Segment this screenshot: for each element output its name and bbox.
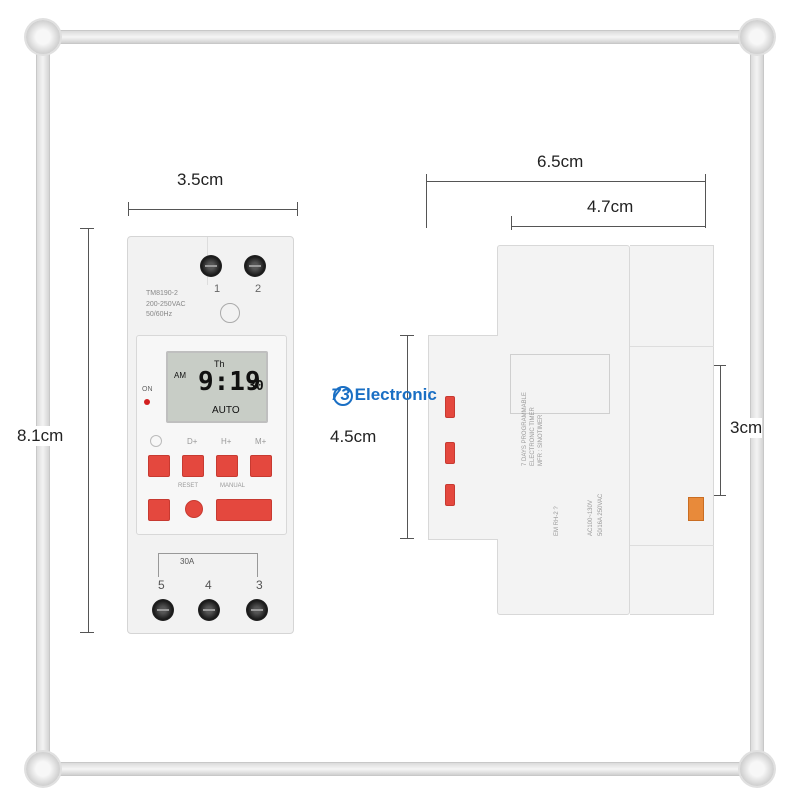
rating-label: 30A: [180, 557, 195, 566]
manual-label: MANUAL: [220, 483, 246, 489]
hour-plus-button[interactable]: [216, 455, 238, 477]
button-label-h: H+: [221, 437, 232, 446]
front-width-cap-right: [297, 202, 298, 216]
terminal-screw-4: [198, 599, 220, 621]
side-text-line1: 7 DAYS PROGRAMMABLE: [522, 392, 528, 466]
din-rail-clip: [630, 346, 714, 546]
rope-frame-right: [750, 30, 764, 776]
front-height-label: 8.1cm: [16, 426, 65, 446]
terminal-label-5: 5: [158, 578, 165, 592]
side-text-ac: AC100~130V: [588, 500, 594, 536]
on-label: ON: [142, 386, 153, 393]
side-depth-line: [426, 181, 706, 182]
reset-button[interactable]: [185, 500, 203, 518]
rope-frame-left: [36, 30, 50, 776]
lcd-ampm: AM: [174, 371, 186, 380]
lcd-display: Th AM 9:19 30 AUTO: [166, 351, 268, 423]
side-body-label: 4.7cm: [587, 197, 634, 216]
front-width-label: 3.5cm: [177, 170, 224, 189]
front-height-line: [88, 228, 89, 632]
manual-button[interactable]: [216, 499, 272, 521]
side-text-rating: 50/16A 250VAC: [598, 493, 604, 536]
timer-front-body: 1 2 TM8190-2 200-250VAC 50/60Hz ON Th AM…: [127, 236, 294, 634]
lcd-mode: AUTO: [212, 405, 240, 416]
top-cap-recess: [148, 237, 208, 285]
power-led: [144, 399, 150, 405]
side-height-line: [407, 335, 408, 539]
lcd-time: 9:19: [198, 367, 261, 397]
minute-plus-button[interactable]: [250, 455, 272, 477]
rope-frame-top: [28, 30, 772, 44]
frequency-label: 50/60Hz: [146, 311, 173, 318]
timer-side-front-cover: [428, 335, 498, 540]
relay-diagram: [158, 553, 258, 577]
side-rail-line: [720, 365, 721, 495]
voltage-label: 200-250VAC: [146, 301, 186, 308]
day-plus-button[interactable]: [182, 455, 204, 477]
watermark-number: 73: [331, 385, 350, 404]
rope-knot-bottom-left: [26, 752, 60, 786]
terminal-label-1: 1: [214, 283, 221, 295]
button-label-d: D+: [187, 437, 198, 446]
side-rail-cap-bottom: [712, 495, 726, 496]
rope-knot-top-left: [26, 20, 60, 54]
front-width-cap-left: [128, 202, 129, 216]
side-height-cap-bottom: [400, 538, 414, 539]
side-button-2: [445, 442, 455, 464]
terminal-screw-2: [244, 255, 266, 277]
terminal-screw-5: [152, 599, 174, 621]
side-height-cap-top: [400, 335, 414, 336]
side-rail-label: 3cm: [730, 418, 763, 438]
terminal-screw-3: [246, 599, 268, 621]
timer-side-body: 7 DAYS PROGRAMMABLE ELECTRONIC TIMER MFR…: [497, 245, 630, 615]
orange-din-clip: [688, 497, 704, 521]
rope-knot-top-right: [740, 20, 774, 54]
rope-frame-bottom: [28, 762, 772, 776]
terminal-label-4: 4: [205, 578, 212, 592]
terminal-screw-1: [200, 255, 222, 277]
power-symbol-icon: [220, 303, 240, 323]
clock-button[interactable]: [148, 499, 170, 521]
lcd-seconds: 30: [248, 379, 264, 394]
side-depth-cap-right: [705, 174, 706, 228]
timer-side-rear: [630, 245, 714, 615]
side-body-cap-left: [511, 216, 512, 230]
side-button-1: [445, 396, 455, 418]
side-terminal-diagram: [510, 354, 610, 414]
rope-knot-bottom-right: [740, 752, 774, 786]
lcd-day: Th: [214, 359, 225, 369]
terminal-label-3: 3: [256, 578, 263, 592]
side-depth-label: 6.5cm: [537, 152, 584, 171]
button-label-m: M+: [255, 437, 267, 446]
side-text-line2: ELECTRONIC TIMER: [530, 407, 536, 466]
side-depth-cap-left: [426, 174, 427, 228]
side-body-line: [511, 226, 706, 227]
front-width-line: [128, 209, 298, 210]
side-text-model: EM RH-2 ?: [554, 506, 560, 536]
side-text-line3: MFR : SINOTIMER: [538, 414, 544, 466]
watermark-text: Electronic: [354, 385, 437, 404]
program-icon: [150, 435, 162, 447]
model-label: TM8190-2: [146, 290, 178, 297]
terminal-label-2: 2: [255, 283, 262, 295]
side-button-3: [445, 484, 455, 506]
front-height-cap-bottom: [80, 632, 94, 633]
brand-watermark: 73 Electronic: [331, 385, 437, 406]
side-rail-cap-top: [712, 365, 726, 366]
front-height-cap-top: [80, 228, 94, 229]
reset-label: RESET: [178, 483, 199, 489]
side-height-label: 4.5cm: [328, 427, 379, 447]
program-button[interactable]: [148, 455, 170, 477]
